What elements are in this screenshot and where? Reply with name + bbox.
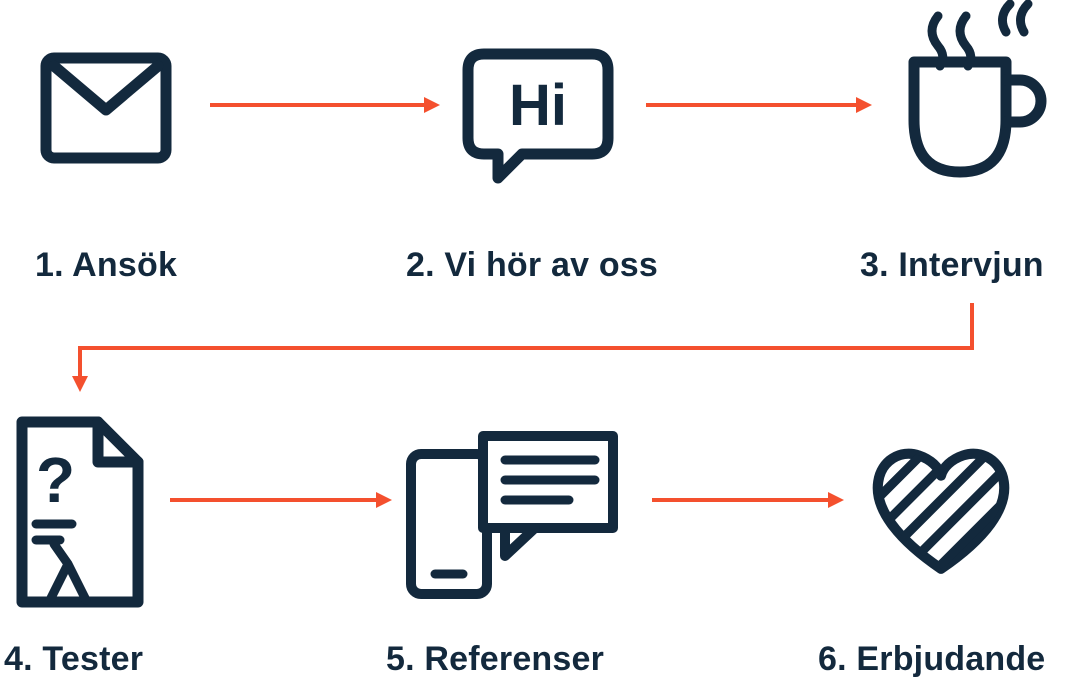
coffee-cup-icon (892, 0, 1047, 182)
phone-chat-icon (405, 428, 620, 600)
question-mark-text: ? (36, 444, 75, 516)
step-label-1: 1. Ansök (35, 246, 178, 284)
chat-bubble-text: Hi (509, 73, 567, 138)
step-label-4: 4. Tester (4, 640, 144, 678)
handshake-heart-icon (860, 425, 1022, 587)
arrow-step4-step5 (170, 492, 392, 508)
steam-line (955, 11, 976, 71)
arrow-step2-step3 (646, 97, 872, 113)
arrow-step1-step2 (210, 97, 440, 113)
steam-quote-mark (1016, 0, 1033, 37)
steam-line (927, 11, 948, 71)
test-document-icon: ? (10, 412, 150, 612)
step-label-3: 3. Intervjun (860, 246, 1044, 284)
step-label-2: 2. Vi hör av oss (406, 246, 659, 284)
arrow-step5-step6 (652, 492, 844, 508)
steam-quote-mark (998, 0, 1015, 37)
envelope-icon (40, 52, 172, 164)
speech-bubble-tail (500, 523, 540, 561)
lambda-glyph (45, 539, 91, 605)
step-label-5: 5. Referenser (386, 640, 605, 678)
chat-bubble-hi-icon: Hi (462, 48, 614, 188)
connector-step3-step4 (72, 303, 974, 392)
step-label-6: 6. Erbjudande (818, 640, 1046, 678)
